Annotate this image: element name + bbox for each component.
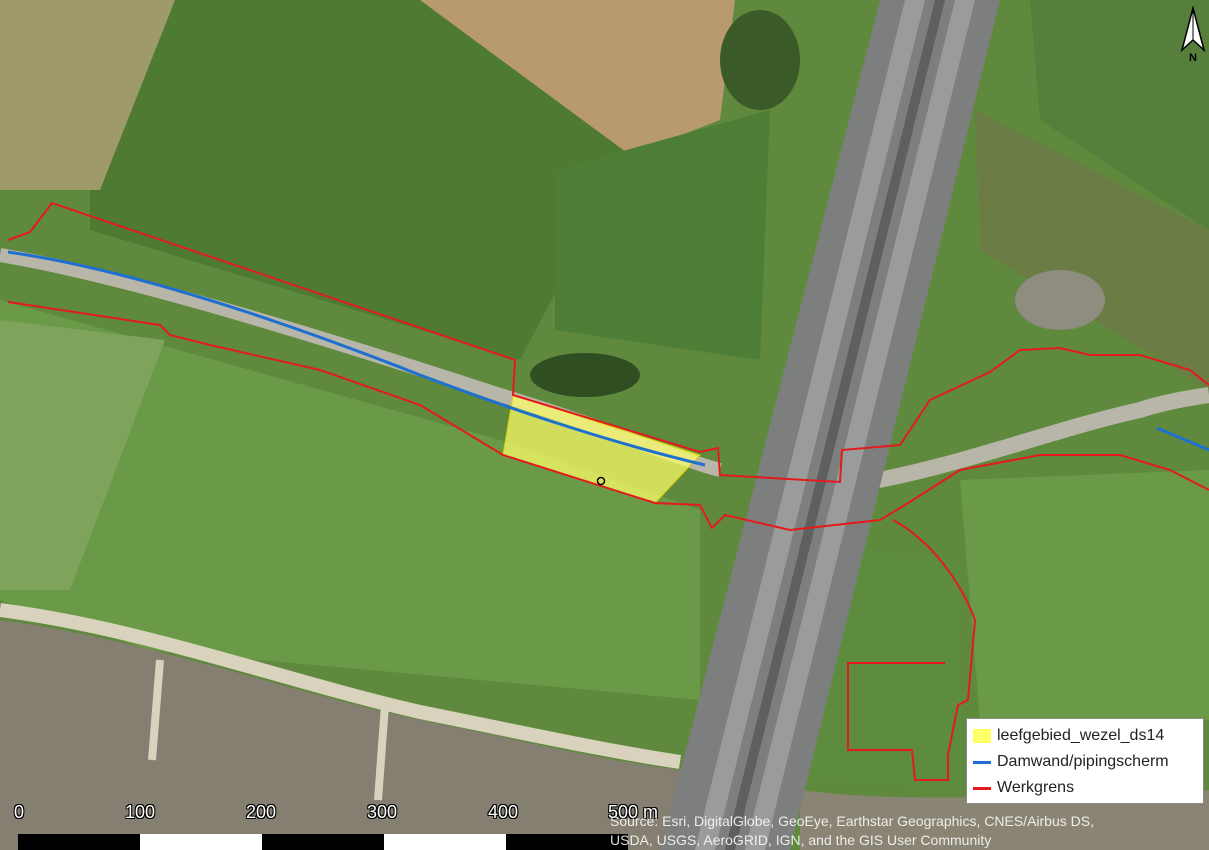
scale-label-200: 200 bbox=[246, 802, 277, 822]
point-marker[interactable] bbox=[596, 476, 606, 486]
tree-cluster-north bbox=[720, 10, 800, 110]
scale-segment-5 bbox=[506, 834, 628, 850]
scale-segment-1 bbox=[18, 834, 140, 850]
work-boundary-floodplain[interactable] bbox=[847, 519, 977, 781]
legend-item-work-boundary: Werkgrens bbox=[973, 775, 1199, 801]
sheet-pile-line-east[interactable] bbox=[1156, 426, 1209, 452]
map-attribution: Source: Esri, DigitalGlobe, GeoEye, Eart… bbox=[610, 812, 1170, 850]
field-ne bbox=[1030, 0, 1209, 230]
work-boundary-south[interactable] bbox=[7, 301, 1209, 532]
scale-label-300: 300 bbox=[367, 802, 398, 822]
meadow-floodplain-west bbox=[0, 300, 700, 700]
farmyard-east bbox=[1015, 270, 1105, 330]
highway-median bbox=[725, 0, 945, 850]
scale-segment-3 bbox=[262, 834, 384, 850]
scale-label-0: 0 bbox=[14, 802, 25, 822]
meadow-southeast bbox=[960, 470, 1209, 720]
attribution-line-1: Source: Esri, DigitalGlobe, GeoEye, Eart… bbox=[610, 813, 1094, 829]
scale-label-500: 500 m bbox=[608, 802, 659, 822]
highway-lane-east bbox=[745, 0, 975, 850]
legend-item-habitat: leefgebied_wezel_ds14 bbox=[973, 723, 1199, 749]
north-arrow: N bbox=[1178, 6, 1208, 68]
north-arrow-letter: N bbox=[1189, 52, 1197, 64]
field-orchard-east bbox=[975, 110, 1209, 390]
legend-swatch-work-boundary bbox=[973, 786, 991, 790]
field-tan-west bbox=[0, 0, 175, 190]
attribution-line-2: USDA, USGS, AeroGRID, IGN, and the GIS U… bbox=[610, 832, 992, 848]
field-ploughed-north bbox=[420, 0, 735, 155]
sheet-pile-line-west[interactable] bbox=[7, 250, 706, 467]
legend-label-habitat: leefgebied_wezel_ds14 bbox=[997, 727, 1165, 744]
river-water bbox=[0, 620, 680, 850]
scale-label-100: 100 bbox=[125, 802, 156, 822]
scale-label-400: 400 bbox=[488, 802, 519, 822]
legend-item-sheet-pile: Damwand/pipingscherm bbox=[973, 749, 1199, 775]
river-water-east bbox=[800, 790, 1209, 850]
river-beach bbox=[0, 603, 682, 769]
scale-segment-2 bbox=[140, 834, 262, 850]
groyne-1 bbox=[148, 659, 164, 761]
legend-label-sheet-pile: Damwand/pipingscherm bbox=[997, 753, 1169, 770]
legend-label-work-boundary: Werkgrens bbox=[997, 779, 1075, 796]
tree-cluster-farm bbox=[530, 353, 640, 397]
meadow-light-west bbox=[0, 320, 165, 590]
dike-road-east bbox=[848, 387, 1209, 493]
legend-swatch-sheet-pile bbox=[973, 760, 991, 764]
field-nw-dark bbox=[90, 0, 630, 360]
scale-bar: 0 100 200 300 400 500 m bbox=[0, 800, 700, 850]
scale-segment-4 bbox=[384, 834, 506, 850]
legend-swatch-habitat bbox=[973, 729, 991, 743]
map-legend: leefgebied_wezel_ds14 Damwand/pipingsche… bbox=[966, 718, 1204, 804]
groyne-2 bbox=[374, 704, 389, 801]
field-crop-center bbox=[555, 110, 770, 360]
work-boundary-north[interactable] bbox=[7, 201, 1209, 484]
north-arrow-icon bbox=[1180, 6, 1206, 53]
highway-lane-west bbox=[695, 0, 925, 850]
